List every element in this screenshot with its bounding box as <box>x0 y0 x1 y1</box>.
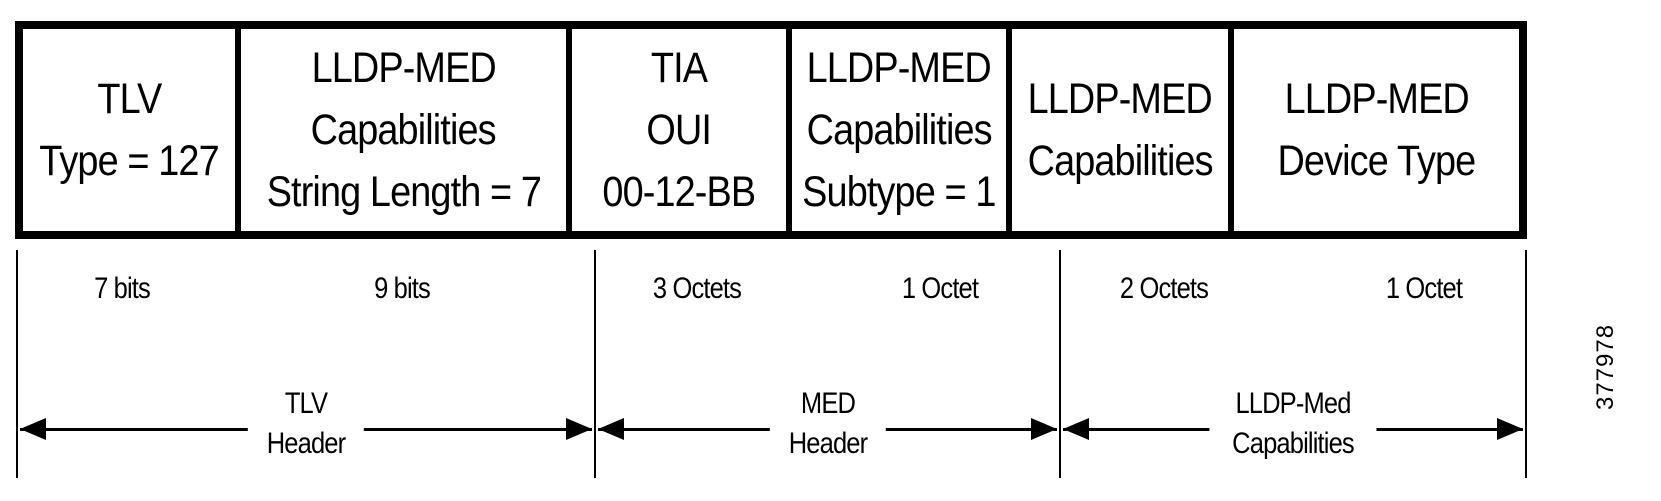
size-label: 3 Octets <box>652 272 742 305</box>
field-line: Capabilities <box>310 106 497 154</box>
group-label-line: LLDP-Med <box>1235 387 1351 420</box>
size-label: 9 bits <box>374 272 431 305</box>
field-device-type: LLDP-MED Device Type <box>1234 29 1519 231</box>
field-line: LLDP-MED <box>1027 75 1213 123</box>
field-line: String Length = 7 <box>266 168 541 216</box>
group-lldp-med-capabilities: LLDP-Med Capabilities <box>1063 384 1523 464</box>
divider-line <box>1525 250 1527 478</box>
group-tlv-header: TLV Header <box>20 384 592 464</box>
group-label-line: MED <box>800 387 855 420</box>
group-label-line: Header <box>788 427 867 460</box>
group-label-line: Header <box>266 427 346 460</box>
arrow-left-icon <box>20 418 46 440</box>
group-label: MED Header <box>769 384 886 464</box>
field-line: TIA <box>650 44 708 92</box>
tlv-field-row: TLV Type = 127 LLDP-MED Capabilities Str… <box>15 21 1527 239</box>
group-label-line: TLV <box>284 387 328 420</box>
field-line: LLDP-MED <box>1284 75 1469 123</box>
field-string-length: LLDP-MED Capabilities String Length = 7 <box>241 29 572 231</box>
arrow-left-icon <box>1063 418 1089 440</box>
field-line: LLDP-MED <box>806 44 992 92</box>
divider-line <box>1059 250 1061 478</box>
divider-line <box>16 250 18 478</box>
arrow-right-icon <box>1031 418 1057 440</box>
group-label: LLDP-Med Capabilities <box>1209 384 1377 464</box>
field-line: Type = 127 <box>39 137 219 185</box>
arrow-left-icon <box>598 418 624 440</box>
size-label: 7 bits <box>94 272 151 305</box>
field-subtype: LLDP-MED Capabilities Subtype = 1 <box>792 29 1012 231</box>
field-line: TLV <box>97 75 162 123</box>
field-capabilities: LLDP-MED Capabilities <box>1012 29 1234 231</box>
field-line: 00-12-BB <box>602 168 757 216</box>
size-label: 1 Octet <box>901 272 979 305</box>
field-line: LLDP-MED <box>311 44 496 92</box>
field-line: Device Type <box>1277 137 1477 185</box>
group-label: TLV Header <box>247 384 365 464</box>
field-line: OUI <box>646 106 713 154</box>
field-tia-oui: TIA OUI 00-12-BB <box>572 29 792 231</box>
field-line: Capabilities <box>1027 137 1213 185</box>
group-med-header: MED Header <box>598 384 1057 464</box>
field-line: Subtype = 1 <box>802 168 996 216</box>
arrow-right-icon <box>566 418 592 440</box>
size-label: 2 Octets <box>1119 272 1209 305</box>
size-label: 1 Octet <box>1385 272 1463 305</box>
arrow-right-icon <box>1497 418 1523 440</box>
field-line: Capabilities <box>806 106 992 154</box>
group-label-line: Capabilities <box>1232 427 1354 460</box>
field-tlv-type: TLV Type = 127 <box>23 29 241 231</box>
divider-line <box>594 250 596 478</box>
figure-id: 377978 <box>1592 323 1619 410</box>
